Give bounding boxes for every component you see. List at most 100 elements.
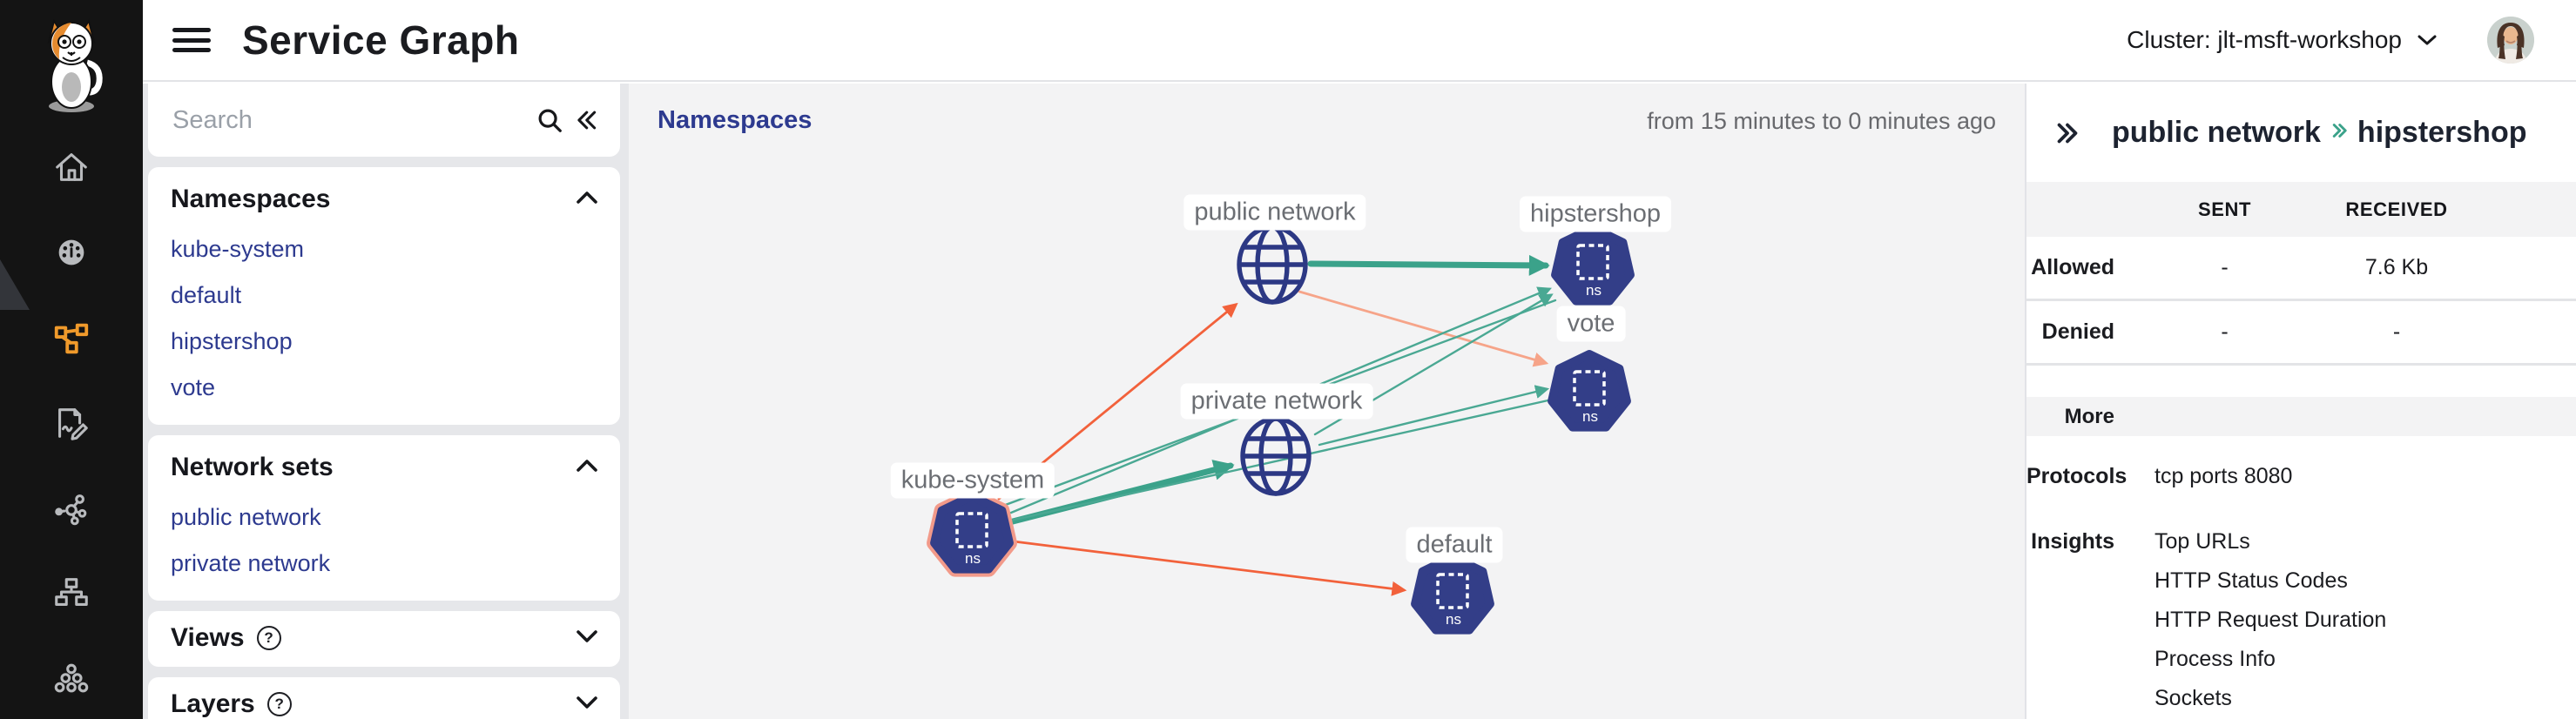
integrations-molecule-icon [55, 494, 87, 526]
namespace-glyph [1573, 370, 1606, 407]
search-button[interactable] [531, 102, 568, 138]
panel-title: public network hipstershop [2112, 116, 2527, 150]
column-header-sent: SENT [2197, 198, 2252, 220]
section-network-sets-header[interactable]: Network sets [148, 435, 620, 491]
chevron-down-icon [575, 694, 599, 716]
insight-process-info[interactable]: Process Info [2155, 647, 2276, 671]
search-input[interactable] [171, 104, 531, 136]
column-header-received: RECEIVED [2345, 198, 2448, 220]
rail-item-clusters[interactable] [51, 658, 92, 700]
namespace-glyph [1436, 573, 1469, 609]
protocols-label: Protocols [2026, 464, 2128, 488]
hierarchy-icon [55, 578, 88, 606]
traffic-table-header: SENT RECEIVED [2026, 182, 2576, 237]
node-label-hipstershop[interactable]: hipstershop [1520, 196, 1671, 232]
insight-sockets[interactable]: Sockets [2155, 686, 2232, 710]
node-default[interactable]: ns [1411, 553, 1494, 635]
insights-label: Insights [2031, 529, 2114, 554]
more-label: More [2064, 404, 2114, 428]
icon-rail [0, 0, 143, 719]
cat-mascot-icon [47, 18, 103, 112]
edge-source-name: public network [2112, 116, 2321, 149]
namespace-glyph [955, 512, 988, 548]
node-hipstershop[interactable]: ns [1551, 224, 1635, 306]
section-layers-header[interactable]: Layers ? [148, 677, 620, 719]
insights-list: Top URLs HTTP Status Codes HTTP Request … [2144, 522, 2576, 718]
sidebar-item-private-network[interactable]: private network [171, 550, 331, 576]
ns-badge: ns [965, 550, 981, 567]
rail-item-integrations[interactable] [51, 487, 92, 529]
node-kube-system[interactable]: ns [927, 488, 1017, 577]
graph-canvas[interactable]: Namespaces from 15 minutes to 0 minutes … [629, 84, 2025, 719]
clusters-icon [54, 663, 89, 693]
row-label: Denied [2041, 319, 2114, 344]
node-public-network[interactable] [1237, 225, 1308, 305]
section-namespaces-header[interactable]: Namespaces [148, 167, 620, 223]
node-label-private-network[interactable]: private network [1180, 383, 1373, 420]
collapse-panel-button[interactable] [2049, 115, 2086, 151]
section-title: Views ? [171, 623, 281, 653]
node-vote[interactable]: ns [1548, 350, 1631, 432]
chevron-down-icon [575, 628, 599, 649]
allowed-received-value: 7.6 Kb [2364, 255, 2429, 279]
namespaces-list: kube-system default hipstershop vote [148, 223, 620, 425]
rail-item-hierarchy[interactable] [51, 573, 92, 615]
sidebar-item-public-network[interactable]: public network [171, 504, 321, 530]
cluster-label: Cluster: jlt-msft-workshop [2127, 26, 2402, 53]
chevron-down-icon [2418, 35, 2437, 45]
rail-item-reports[interactable] [51, 402, 92, 444]
home-icon [56, 153, 87, 181]
rail-item-home[interactable] [51, 146, 92, 188]
section-network-sets: Network sets public network private netw… [148, 435, 620, 601]
sidebar-item-hipstershop[interactable]: hipstershop [171, 328, 293, 354]
table-row-denied: Denied - - [2026, 301, 2576, 366]
chevron-up-icon [575, 189, 599, 211]
ns-badge: ns [1582, 408, 1598, 425]
avatar-photo [2487, 17, 2534, 64]
node-label-kube-system[interactable]: kube-system [890, 462, 1055, 499]
section-title: Layers ? [171, 689, 292, 719]
edge-detail-panel: public network hipstershop SENT RECEIVED… [2025, 84, 2576, 719]
edge-vote-kube-system[interactable] [980, 398, 1554, 532]
node-label-public-network[interactable]: public network [1183, 194, 1366, 231]
sidebar-item-default[interactable]: default [171, 282, 242, 308]
section-views: Views ? [148, 611, 620, 667]
ns-badge: ns [1586, 282, 1602, 299]
node-private-network[interactable] [1240, 416, 1312, 496]
section-title: Network sets [171, 453, 334, 481]
network-sets-list: public network private network [148, 491, 620, 601]
section-namespaces: Namespaces kube-system default hipstersh… [148, 167, 620, 425]
insight-http-request-duration[interactable]: HTTP Request Duration [2155, 608, 2387, 632]
section-layers: Layers ? [148, 677, 620, 719]
globe-icon [1237, 225, 1308, 305]
cluster-selector[interactable]: Cluster: jlt-msft-workshop [2127, 26, 2438, 54]
user-avatar[interactable] [2487, 17, 2534, 64]
node-label-default[interactable]: default [1406, 527, 1503, 563]
edge-private-network-vote[interactable] [1318, 385, 1550, 447]
node-label-vote[interactable]: vote [1556, 306, 1626, 342]
edge-public-network-hipstershop[interactable] [1307, 254, 1550, 276]
rail-item-service-graph[interactable] [51, 317, 92, 359]
protocols-row: Protocols tcp ports 8080 [2026, 464, 2576, 489]
filter-sidebar: Namespaces kube-system default hipstersh… [143, 84, 629, 719]
sidebar-item-kube-system[interactable]: kube-system [171, 236, 305, 262]
top-bar: Service Graph Cluster: jlt-msft-workshop [143, 0, 2576, 82]
edge-public-network-vote[interactable] [1298, 290, 1549, 367]
dashboard-gauge-icon [58, 239, 84, 265]
help-icon[interactable]: ? [256, 626, 281, 650]
insight-http-status-codes[interactable]: HTTP Status Codes [2155, 568, 2348, 593]
double-chevron-separator-icon [2328, 116, 2350, 150]
collapse-sidebar-button[interactable] [568, 103, 603, 138]
rail-item-dashboard[interactable] [51, 232, 92, 273]
top-bar-right: Cluster: jlt-msft-workshop [2127, 17, 2576, 64]
sidebar-item-vote[interactable]: vote [171, 374, 216, 400]
section-views-header[interactable]: Views ? [148, 611, 620, 662]
search-icon [538, 109, 562, 132]
insight-top-urls[interactable]: Top URLs [2155, 529, 2250, 554]
hamburger-menu-button[interactable] [172, 26, 211, 54]
protocols-value: tcp ports 8080 [2155, 464, 2293, 488]
insights-row: Insights Top URLs HTTP Status Codes HTTP… [2026, 522, 2576, 718]
help-icon[interactable]: ? [266, 692, 292, 716]
allowed-sent-value: - [2221, 255, 2229, 279]
edge-kube-system-default[interactable] [1012, 540, 1407, 596]
